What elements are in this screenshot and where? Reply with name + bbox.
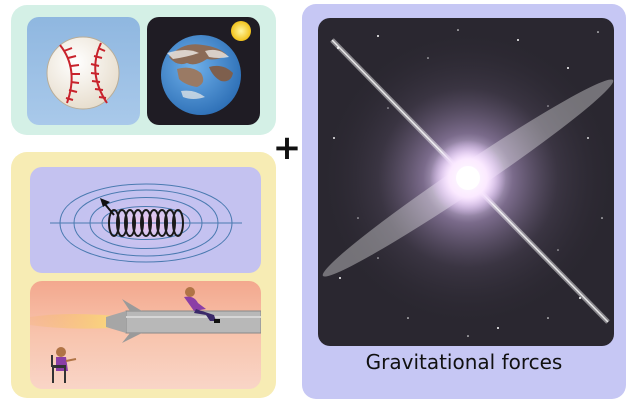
panel-caption: Gravitational forces (365, 350, 563, 374)
plus-sign: + (272, 128, 302, 168)
earth-icon (161, 35, 241, 115)
baseball-tile (27, 17, 140, 125)
seated-observer-icon (51, 347, 77, 383)
sun-icon (231, 21, 251, 41)
baseball-icon (46, 36, 120, 110)
electromagnetic-forces-panel (11, 152, 276, 398)
star-illustration (318, 18, 614, 346)
coil-icon (108, 209, 184, 237)
exhaust-flame (30, 314, 126, 329)
earth-tile (147, 17, 260, 125)
current-arrow-icon (100, 198, 115, 216)
rider-figure-icon (184, 287, 220, 323)
coil-tile (30, 167, 261, 273)
gravitational-forces-panel (302, 4, 626, 399)
rocket-icon (106, 299, 261, 343)
star-tile (318, 18, 614, 346)
rocket-tile (30, 281, 261, 389)
everyday-objects-panel (11, 5, 276, 135)
